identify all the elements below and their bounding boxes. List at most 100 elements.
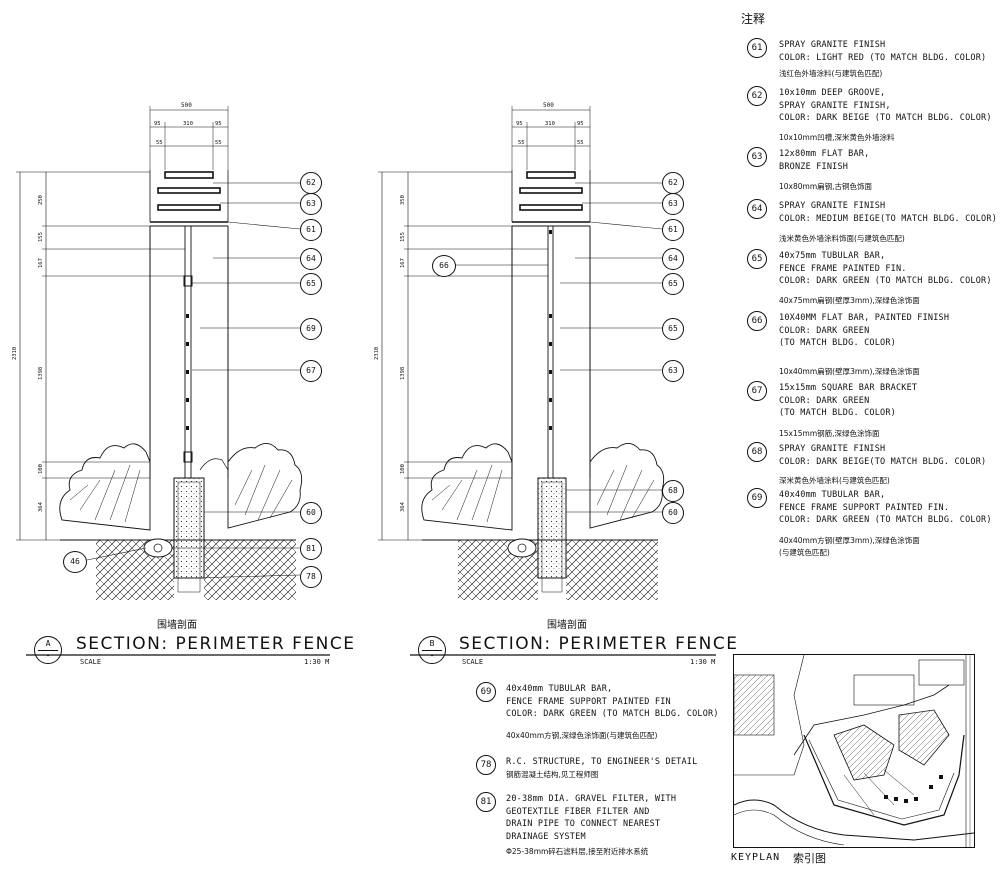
note-tag: 65 [747,249,767,269]
note-text: 12x80mm FLAT BAR, BRONZE FINISH [779,149,870,172]
keyplan-drawing [734,655,974,847]
note-tag: 66 [747,311,767,331]
note-tag: 69 [476,682,496,702]
keyplan-cn-label: 索引图 [793,852,826,865]
dim-total-b: 2310 [374,347,380,360]
section-b-letter: B [429,639,435,648]
dim-base2-b: 364 [400,501,406,512]
note-text: 40x75mm TUBULAR BAR, FENCE FRAME PAINTED… [779,251,992,286]
note-cn: 40x75mm扁钢(壁厚3mm),深绿色涂饰面 [779,296,920,305]
section-a-cn-title: 围墙剖面 [157,620,197,631]
dim-cap-b: 350 [400,195,406,205]
note-cn: 10x10mm凹槽,深米黄色外墙涂料 [779,133,895,142]
dim-width-a: 500 [181,102,192,109]
keyplan-label: KEYPLAN [731,852,781,863]
note-text: R.C. STRUCTURE, TO ENGINEER'S DETAIL [506,757,698,767]
dim-inner-a2: 55 [215,140,222,146]
note-tag: 63 [747,147,767,167]
dim-inner-a1: 55 [156,140,163,146]
note-text: 10X40MM FLAT BAR, PAINTED FINISH COLOR: … [779,313,950,348]
note-cn: 15x15mm钢筋,深绿色涂饰面 [779,429,880,438]
dim-d2-b: 167 [400,258,406,268]
tag-60-b: 60 [662,502,684,524]
tag-62-a: 62 [300,172,322,194]
dim-d2-a: 167 [38,258,44,268]
note-text: SPRAY GRANITE FINISH COLOR: DARK BEIGE(T… [779,444,987,467]
section-b-scale: 1:30 M [690,658,716,666]
tag-62-b: 62 [662,172,684,194]
dim-base2-a: 364 [38,501,44,512]
dim-side-b2: 95 [577,121,584,127]
section-b-dash: - [429,651,435,660]
note-cn: 深米黄色外墙涂料(与建筑色匹配) [779,476,890,485]
section-a-drawing: 500 95 310 95 55 55 [12,102,303,600]
section-b-drawing: 500 95 310 95 55 55 350 [374,102,665,600]
section-b-title: SECTION: PERIMETER FENCE [459,634,739,654]
tag-65-a: 65 [300,273,322,295]
section-a-scale-label: SCALE [80,658,102,666]
tag-46-a: 46 [63,551,87,573]
tag-65-b2: 65 [662,318,684,340]
section-a-title: SECTION: PERIMETER FENCE [76,634,356,654]
note-text: SPRAY GRANITE FINISH COLOR: MEDIUM BEIGE… [779,201,998,224]
note-tag: 64 [747,199,767,219]
note-text: 20-38mm DIA. GRAVEL FILTER, WITH GEOTEXT… [506,794,677,842]
tag-66-b: 66 [432,255,456,277]
dim-cap-a: 250 [38,195,44,205]
tag-68-b: 68 [662,480,684,502]
note-cn: 10x40mm扁钢(壁厚3mm),深绿色涂饰面 [779,367,920,376]
section-a-scale: 1:30 M [304,658,330,666]
dim-side-a2: 95 [215,121,222,127]
notes-title: 注释 [741,12,766,26]
tag-78-a: 78 [300,566,322,588]
dim-d1-a: 155 [38,232,44,242]
note-tag: 61 [747,38,767,58]
dim-inner-b2: 55 [577,140,584,146]
dim-total-a: 2310 [12,347,18,360]
tag-63-b2: 63 [662,360,684,382]
tag-64-a: 64 [300,248,322,270]
note-text: 40x40mm TUBULAR BAR, FENCE FRAME SUPPORT… [506,684,719,719]
section-b-cn-title: 围墙剖面 [547,620,587,631]
note-cn: 浅米黄色外墙涂料饰面(与建筑色匹配) [779,234,905,243]
note-tag: 69 [747,488,767,508]
note-text: 40x40mm TUBULAR BAR, FENCE FRAME SUPPORT… [779,490,992,525]
dim-width-b: 500 [543,102,554,109]
section-a-marker: A - [34,636,62,664]
section-b-marker: B - [418,636,446,664]
tag-64-b: 64 [662,248,684,270]
keyplan-map [733,654,975,848]
section-a-letter: A [45,639,51,648]
dim-side-b1: 95 [516,121,523,127]
tag-81-a: 81 [300,538,322,560]
tag-69-a: 69 [300,318,322,340]
dim-mid-a: 310 [183,121,193,127]
note-tag: 67 [747,381,767,401]
note-tag: 62 [747,86,767,106]
dim-body-b: 1398 [400,367,406,380]
note-cn: Φ25-38mm碎石滤料层,接至附近排水系统 [506,847,649,856]
section-b-scale-label: SCALE [462,658,484,666]
dim-base1-b: 100 [400,464,406,474]
tag-67-a: 67 [300,360,322,382]
dim-inner-b1: 55 [518,140,525,146]
dim-mid-b: 310 [545,121,555,127]
dim-base1-a: 100 [38,464,44,474]
note-cn: 40x40mm方钢,深绿色涂饰面(与建筑色匹配) [506,731,658,740]
tag-65-b: 65 [662,273,684,295]
tag-61-a: 61 [300,219,322,241]
note-cn: 钢筋混凝土结构,见工程师图 [506,770,599,779]
note-tag: 68 [747,442,767,462]
tag-63-b: 63 [662,193,684,215]
note-tag: 78 [476,755,496,775]
note-cn: 浅红色外墙涂料(与建筑色匹配) [779,69,883,78]
dim-body-a: 1398 [38,367,44,380]
note-text: SPRAY GRANITE FINISH COLOR: LIGHT RED (T… [779,40,987,63]
note-text: 15x15mm SQUARE BAR BRACKET COLOR: DARK G… [779,383,918,418]
note-cn: 40x40mm方钢(壁厚3mm),深绿色涂饰面 (与建筑色匹配) [779,536,920,557]
note-tag: 81 [476,792,496,812]
dim-side-a1: 95 [154,121,161,127]
tag-60-a: 60 [300,502,322,524]
tag-61-b: 61 [662,219,684,241]
